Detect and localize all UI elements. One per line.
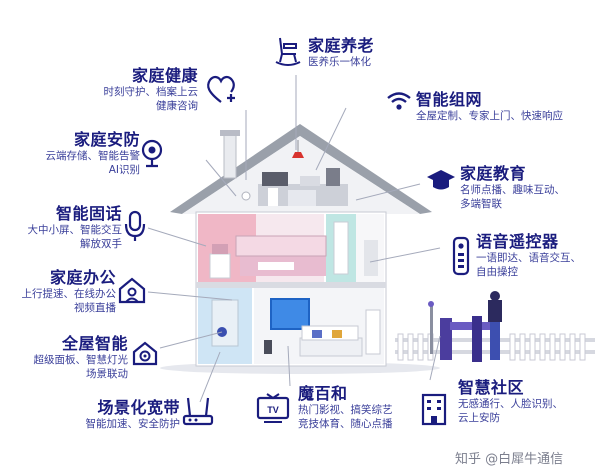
feature-title: 智能固话 <box>55 204 122 223</box>
feature-desc: 竞技体育、随心点播 <box>298 418 393 430</box>
home-office-icon <box>118 276 146 304</box>
feature-desc: 大中小屏、智能交互 <box>27 224 123 236</box>
feature-title: 全屋智能 <box>61 334 128 353</box>
feature-title: 家庭养老 <box>308 36 375 55</box>
feature-title: 语音遥控器 <box>476 232 559 251</box>
feature-remote: 语音遥控器 一语即达、语音交互、 自由操控 <box>476 232 581 279</box>
heart-plus-icon <box>204 74 238 106</box>
feature-desc: 自由操控 <box>476 266 518 278</box>
feature-title: 家庭办公 <box>49 268 116 287</box>
feature-title: 家庭安防 <box>73 130 140 149</box>
feature-security: 家庭安防 云端存储、智能告警 AI识别 <box>6 130 141 177</box>
community-gate <box>428 291 502 362</box>
feature-desc: 超级面板、智慧灯光 <box>33 354 129 366</box>
feature-desc: 健康咨询 <box>156 100 198 112</box>
feature-broadband: 场景化宽带 智能加速、安全防护 <box>40 398 181 431</box>
feature-landline: 智能固话 大中小屏、智能交互 解放双手 <box>6 204 123 251</box>
feature-community: 智慧社区 无感通行、人脸识别、 云上安防 <box>458 378 563 425</box>
feature-desc: 名师点播、趣味互动、 <box>460 184 565 196</box>
feature-title: 智能组网 <box>416 90 483 109</box>
feature-networking: 智能组网 全屋定制、专家上门、快速响应 <box>416 90 563 123</box>
feature-health: 家庭健康 时刻守护、档案上云 健康咨询 <box>62 66 199 113</box>
feature-desc: 多端智联 <box>460 198 502 210</box>
router-icon <box>182 396 214 426</box>
feature-desc: 医养乐一体化 <box>308 56 371 68</box>
feature-title: 智慧社区 <box>458 378 525 397</box>
camera-icon <box>140 138 164 168</box>
feature-education: 家庭教育 名师点播、趣味互动、 多端智联 <box>460 164 565 211</box>
feature-desc: 上行提速、在线办公 <box>21 288 117 300</box>
microphone-icon <box>124 210 146 242</box>
svg-text:TV: TV <box>267 405 279 415</box>
feature-mobaihe: 魔百和 热门影视、搞笑综艺 竞技体育、随心点播 <box>298 384 393 431</box>
feature-desc: 视频直播 <box>74 302 116 314</box>
feature-desc: 云端存储、智能告警 <box>45 150 141 162</box>
remote-control-icon <box>452 236 470 276</box>
feature-desc: 场景联动 <box>86 368 128 380</box>
feature-elderly-care: 家庭养老 医养乐一体化 <box>308 36 374 69</box>
feature-desc: 一语即达、语音交互、 <box>476 252 581 264</box>
feature-title: 场景化宽带 <box>97 398 180 417</box>
feature-desc: 智能加速、安全防护 <box>85 418 181 430</box>
feature-desc: 解放双手 <box>80 238 122 250</box>
smart-home-icon <box>132 340 158 366</box>
rocking-chair-icon <box>272 34 304 68</box>
graduation-cap-icon <box>426 168 456 192</box>
feature-desc: 全屋定制、专家上门、快速响应 <box>416 110 563 122</box>
wifi-icon <box>386 90 412 112</box>
feature-desc: 热门影视、搞笑综艺 <box>298 404 393 416</box>
feature-title: 家庭健康 <box>131 66 198 85</box>
feature-desc: 时刻守护、档案上云 <box>103 86 199 98</box>
feature-desc: 无感通行、人脸识别、 <box>458 398 563 410</box>
feature-desc: AI识别 <box>108 164 140 176</box>
feature-title: 魔百和 <box>298 384 348 403</box>
feature-office: 家庭办公 上行提速、在线办公 视频直播 <box>0 268 117 315</box>
feature-desc: 云上安防 <box>458 412 500 424</box>
watermark: 知乎 @白犀牛通信 <box>455 452 564 467</box>
tv-icon: TV <box>256 392 290 424</box>
building-icon <box>420 392 448 426</box>
feature-title: 家庭教育 <box>460 164 527 183</box>
feature-whole-house: 全屋智能 超级面板、智慧灯光 场景联动 <box>0 334 129 381</box>
